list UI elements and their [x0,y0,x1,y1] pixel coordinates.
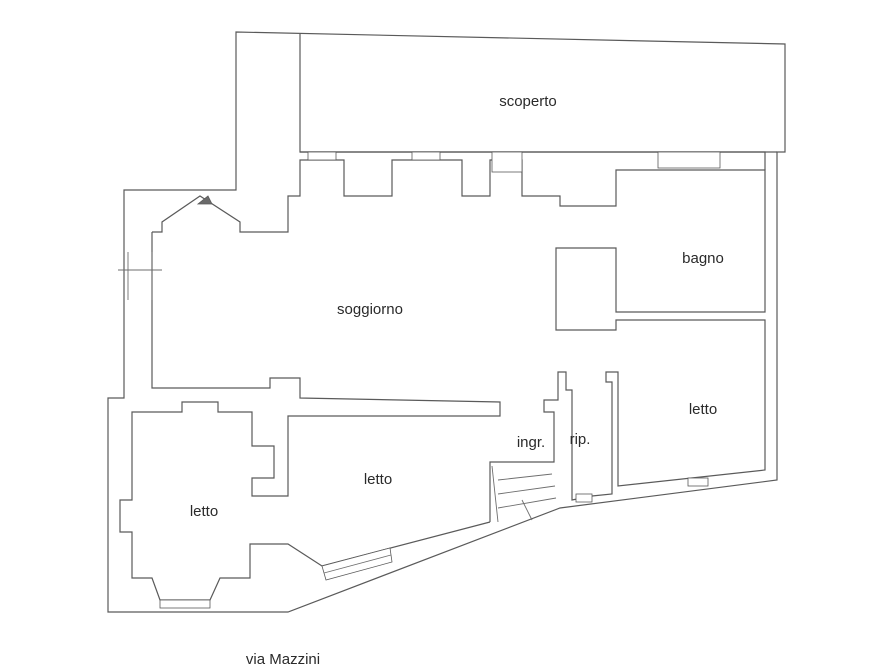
window-top-2 [411,151,441,161]
window-rip [575,493,593,503]
room-label-ingresso: ingr. [517,434,545,451]
windows [159,151,721,609]
window-top-4 [657,151,721,169]
window-bottom-left [159,599,211,609]
entrance-stairs [491,465,557,523]
entrance-left-marks [118,252,162,300]
room-label-letto-right: letto [689,401,717,418]
room-label-scoperto: scoperto [499,93,557,110]
room-label-letto-left: letto [190,503,218,520]
upper-interior-wall [119,159,766,601]
window-top-1 [307,151,337,161]
window-top-3 [491,151,523,173]
room-label-ripostiglio: rip. [570,431,591,448]
room-label-soggiorno: soggiorno [337,301,403,318]
window-letto-right [687,477,709,487]
outer-walls [107,31,786,613]
room-labels: scoperto bagno soggiorno letto ingr. rip… [190,93,724,520]
room-label-letto-center: letto [364,471,392,488]
room-label-bagno: bagno [682,250,724,267]
street-label: via Mazzini [246,651,320,668]
